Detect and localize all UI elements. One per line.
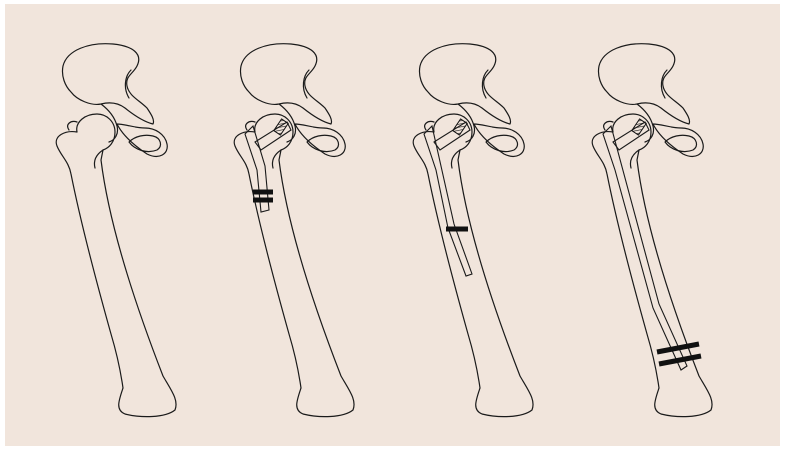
diagram-panel [5, 4, 780, 446]
femur-fixation-diagram [5, 4, 780, 446]
